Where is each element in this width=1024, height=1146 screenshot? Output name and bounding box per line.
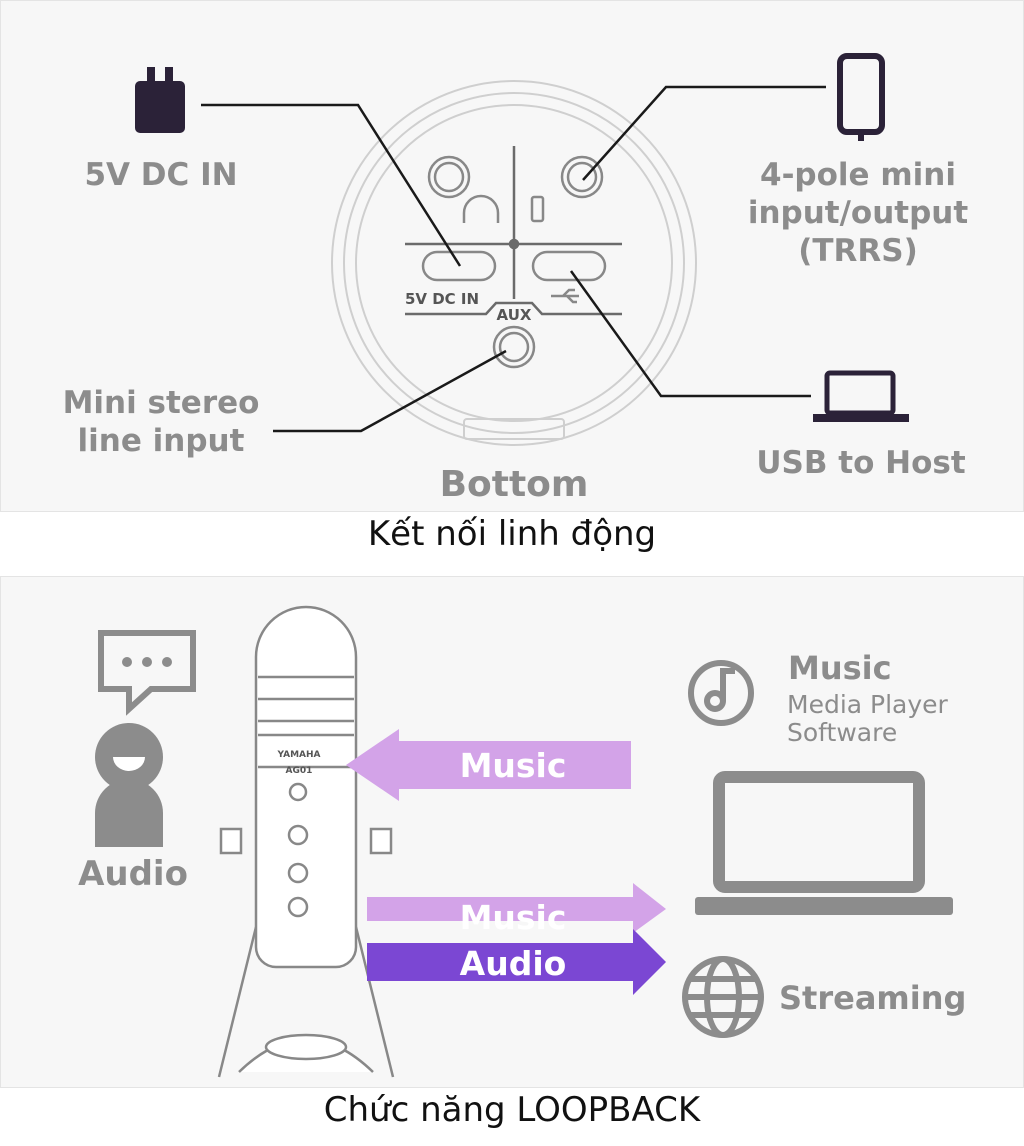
trrs-label-3: (TRRS): [798, 233, 918, 269]
laptop-icon: [695, 771, 953, 915]
connectivity-diagram: 5V DC IN AUX 5V DC IN 4-pole mini input/…: [0, 0, 1024, 512]
smartphone-icon: [837, 53, 885, 141]
headphone-jack: [427, 155, 471, 199]
trrs-jack: [560, 155, 604, 199]
loopback-diagram: Audio YAMAHA AG01 Music Music Audio Musi…: [0, 576, 1024, 1088]
usb-host-label: USB to Host: [756, 445, 966, 481]
audio-person-label: Audio: [78, 854, 188, 894]
line-input-label-1: Mini stereo: [63, 385, 260, 421]
headphone-icon: [462, 194, 500, 223]
device-bottom-view: [331, 80, 697, 446]
aux-jack: [492, 325, 536, 369]
audio-out-arrow: [367, 929, 666, 995]
music-in-arrow: [346, 729, 631, 801]
bottom-label: Bottom: [440, 464, 589, 505]
trrs-label-2: input/output: [748, 195, 969, 231]
caption-loopback: Chức năng LOOPBACK: [323, 1090, 701, 1130]
streaming-label: Streaming: [779, 979, 966, 1017]
mic-brand: YAMAHA: [276, 750, 320, 760]
music-in-label: Music: [460, 746, 567, 785]
music-title: Music: [788, 649, 892, 687]
usb-icon: [551, 288, 579, 304]
music-note-icon: [688, 660, 754, 726]
line-input-label-2: line input: [78, 423, 245, 459]
trrs-label-1: 4-pole mini: [760, 157, 956, 193]
panel-dc-label: 5V DC IN: [405, 290, 479, 308]
phone-icon: [530, 195, 545, 223]
music-out-arrow: [367, 883, 666, 933]
microphone-illustration: [217, 605, 395, 1078]
laptop-icon: [813, 370, 909, 422]
media-player-label-2: Software: [787, 718, 897, 747]
power-plug-icon: [135, 67, 185, 133]
speech-bubble-icon: [98, 630, 196, 716]
usb-port: [531, 250, 607, 282]
audio-out-label: Audio: [460, 944, 567, 983]
media-player-label-1: Media Player: [787, 690, 949, 719]
dc-in-label: 5V DC IN: [84, 157, 237, 193]
globe-icon: [682, 956, 764, 1038]
music-out-label: Music: [460, 898, 567, 937]
panel-aux-label: AUX: [497, 306, 532, 324]
caption-connectivity: Kết nối linh động: [367, 514, 657, 554]
dc-port: [421, 250, 497, 282]
mic-model: AG01: [286, 766, 313, 776]
person-icon: [95, 723, 163, 847]
